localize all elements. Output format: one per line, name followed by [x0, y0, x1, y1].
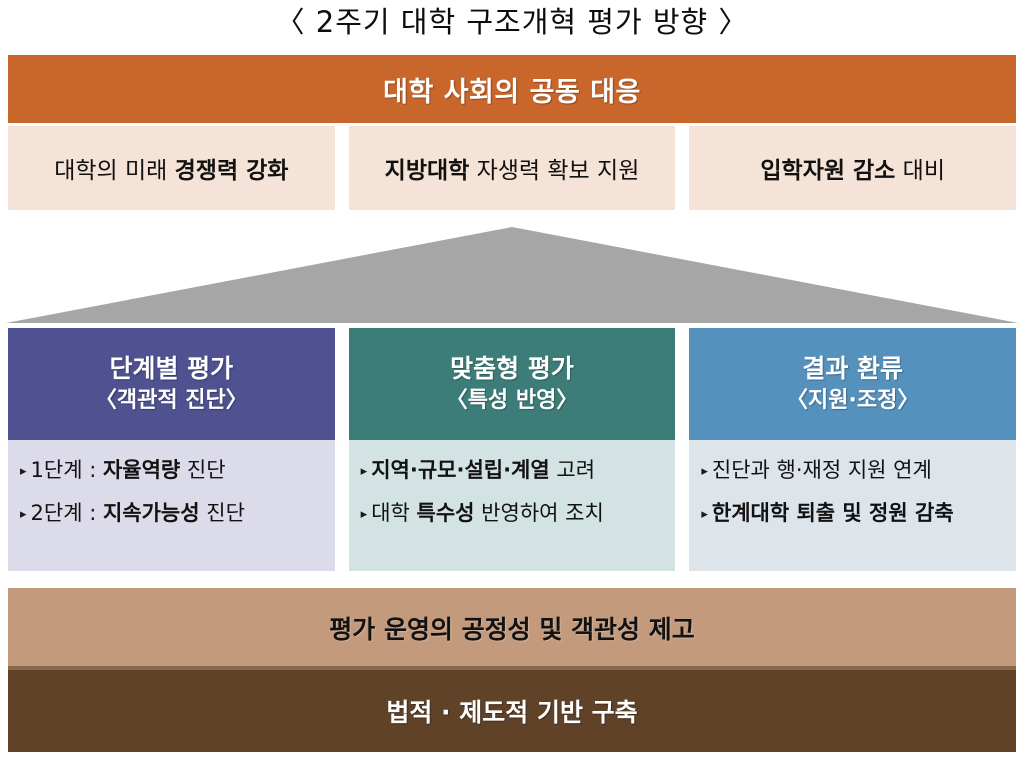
goal-3-regular: 대비: [895, 158, 945, 184]
top-banner-label: 대학 사회의 공동 대응: [383, 76, 641, 108]
strategy-column-3: 결과 환류 〈지원·조정〉 ▸ 진단과 행·재정 지원 연계 ▸ 한계대학 퇴출…: [689, 328, 1017, 571]
list-item: ▸ 한계대학 퇴출 및 정원 감축: [701, 501, 1010, 526]
roof-triangle-icon: [6, 227, 1018, 323]
list-item-text: 진단과 행·재정 지원 연계: [712, 458, 932, 483]
strategy-column-1-body: ▸ 1단계 : 자율역량 진단 ▸ 2단계 : 지속가능성 진단: [8, 440, 335, 571]
top-banner: 대학 사회의 공동 대응: [8, 55, 1016, 123]
goal-2-regular: 자생력 확보 지원: [469, 158, 640, 184]
strategy-column-2-body: ▸ 지역·규모·설립·계열 고려 ▸ 대학 특수성 반영하여 조치: [348, 440, 676, 571]
list-item-text: 지역·규모·설립·계열 고려: [371, 458, 595, 483]
goal-3-bold: 입학자원 감소: [760, 158, 896, 184]
page-title: 〈 2주기 대학 구조개혁 평가 방향 〉: [275, 5, 749, 39]
foundation-dark-band-label: 법적 · 제도적 기반 구축: [386, 698, 638, 727]
triangle-bullet-icon: ▸: [701, 464, 708, 479]
strategy-column-1-subheading: 〈객관적 진단〉: [94, 388, 248, 413]
strategy-column-2-header: 맞춤형 평가 〈특성 반영〉: [348, 328, 676, 440]
goal-row: 대학의 미래 경쟁력 강화 지방대학 자생력 확보 지원 입학자원 감소 대비: [8, 126, 1017, 210]
strategy-column-3-header: 결과 환류 〈지원·조정〉: [689, 328, 1017, 440]
foundation-light-band: 평가 운영의 공정성 및 객관성 제고: [8, 588, 1016, 668]
list-item: ▸ 진단과 행·재정 지원 연계: [701, 458, 1010, 483]
list-item: ▸ 지역·규모·설립·계열 고려: [361, 458, 670, 483]
list-item-text-regular-2: 고려: [549, 458, 596, 482]
list-item-text: 대학 특수성 반영하여 조치: [371, 501, 604, 526]
strategy-column-1: 단계별 평가 〈객관적 진단〉 ▸ 1단계 : 자율역량 진단 ▸ 2단계 : …: [8, 328, 335, 571]
list-item-text-regular: 2단계 :: [30, 501, 103, 525]
goal-box-3-label: 입학자원 감소 대비: [760, 151, 945, 185]
goal-1-bold: 경쟁력 강화: [174, 158, 289, 184]
goal-box-2: 지방대학 자생력 확보 지원: [348, 126, 676, 210]
list-item-text-bold: 자율역량: [102, 458, 181, 482]
triangle-bullet-icon: ▸: [701, 507, 708, 522]
foundation-light-band-label: 평가 운영의 공정성 및 객관성 제고: [329, 615, 695, 644]
triangle-bullet-icon: ▸: [360, 464, 368, 479]
list-item-text-regular-2: 진단: [199, 501, 245, 525]
triangle-bullet-icon: ▸: [20, 464, 27, 479]
list-item-text-regular-2: 진단: [180, 458, 226, 482]
strategy-columns: 단계별 평가 〈객관적 진단〉 ▸ 1단계 : 자율역량 진단 ▸ 2단계 : …: [8, 328, 1017, 571]
list-item-text: 한계대학 퇴출 및 정원 감축: [712, 501, 954, 526]
triangle-bullet-icon: ▸: [360, 507, 368, 522]
strategy-column-2-subheading: 〈특성 반영〉: [445, 388, 579, 413]
foundation-dark-band: 법적 · 제도적 기반 구축: [8, 670, 1016, 752]
list-item-text-regular-2: 반영하여 조치: [474, 501, 604, 525]
list-item-text-regular: 1단계 :: [30, 458, 103, 482]
strategy-column-3-subheading: 〈지원·조정〉: [786, 388, 920, 413]
list-item-text-bold: 지역·규모·설립·계열: [371, 458, 550, 482]
band-divider: [8, 666, 1016, 670]
list-item: ▸ 2단계 : 지속가능성 진단: [20, 501, 329, 526]
strategy-column-2-heading: 맞춤형 평가: [450, 354, 574, 383]
goal-box-2-label: 지방대학 자생력 확보 지원: [385, 151, 640, 185]
triangle-bullet-icon: ▸: [20, 507, 27, 522]
strategy-column-3-body: ▸ 진단과 행·재정 지원 연계 ▸ 한계대학 퇴출 및 정원 감축: [689, 440, 1017, 571]
strategy-column-1-header: 단계별 평가 〈객관적 진단〉: [8, 328, 335, 440]
list-item: ▸ 1단계 : 자율역량 진단: [20, 458, 329, 483]
list-item-text: 2단계 : 지속가능성 진단: [31, 501, 245, 526]
list-item-text-bold: 한계대학 퇴출 및 정원 감축: [711, 501, 954, 525]
goal-box-3: 입학자원 감소 대비: [689, 126, 1017, 210]
strategy-column-1-heading: 단계별 평가: [109, 354, 234, 383]
list-item-text-regular: 진단과 행·재정 지원 연계: [711, 458, 932, 482]
list-item-text-bold: 특수성: [416, 501, 475, 525]
goal-box-1: 대학의 미래 경쟁력 강화: [8, 126, 335, 210]
goal-box-1-label: 대학의 미래 경쟁력 강화: [54, 151, 288, 185]
list-item-text: 1단계 : 자율역량 진단: [31, 458, 226, 483]
goal-2-bold: 지방대학: [384, 158, 470, 184]
goal-1-regular: 대학의 미래: [54, 158, 175, 184]
strategy-column-3-heading: 결과 환류: [802, 354, 904, 383]
list-item: ▸ 대학 특수성 반영하여 조치: [361, 501, 670, 526]
strategy-column-2: 맞춤형 평가 〈특성 반영〉 ▸ 지역·규모·설립·계열 고려 ▸ 대학 특수성…: [348, 328, 676, 571]
list-item-text-bold: 지속가능성: [102, 501, 200, 525]
list-item-text-regular: 대학: [371, 501, 417, 525]
